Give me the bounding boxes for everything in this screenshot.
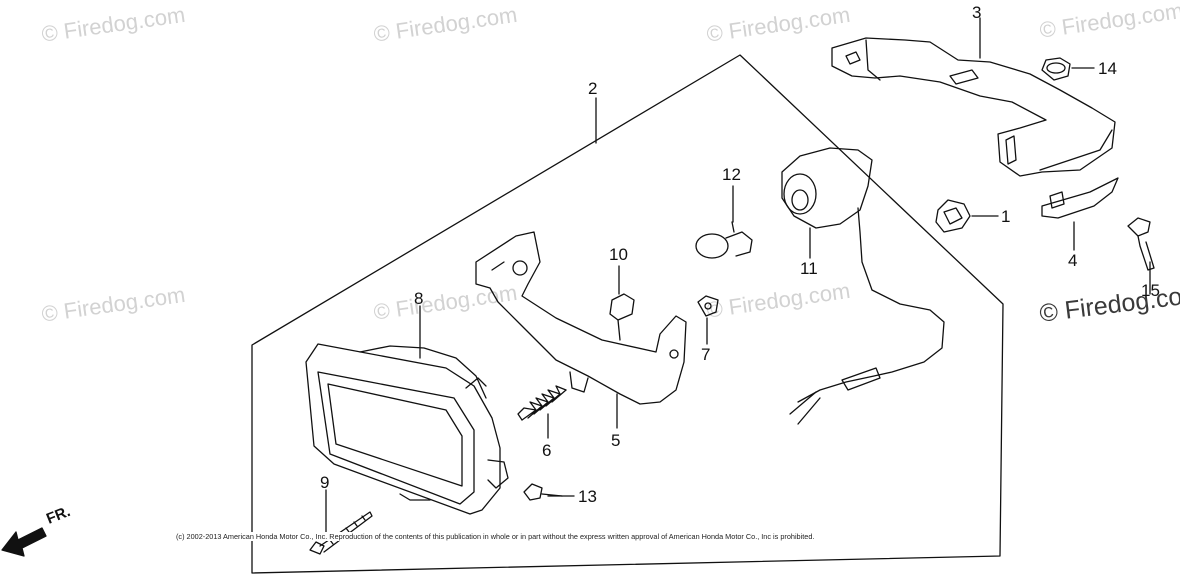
callout-11: 11 bbox=[800, 259, 818, 278]
cable-clip bbox=[935, 199, 971, 233]
callout-8: 8 bbox=[414, 289, 424, 308]
callout-10: 10 bbox=[609, 245, 628, 264]
bulb-socket bbox=[781, 147, 945, 425]
bulb bbox=[695, 221, 753, 259]
flange-nut bbox=[1041, 57, 1071, 81]
callout-2: 2 bbox=[588, 79, 598, 98]
callout-6: 6 bbox=[542, 441, 552, 460]
callout-9: 9 bbox=[320, 473, 330, 492]
callout-13: 13 bbox=[578, 487, 597, 506]
flange-bolt bbox=[1127, 217, 1155, 271]
wire-clamp bbox=[1041, 177, 1119, 219]
square-nut bbox=[697, 295, 719, 317]
callout-15: 15 bbox=[1141, 281, 1160, 300]
spring bbox=[517, 385, 567, 421]
headlight-unit bbox=[305, 343, 509, 515]
callout-4: 4 bbox=[1068, 251, 1078, 270]
front-direction-arrow bbox=[1, 527, 47, 557]
screw bbox=[523, 483, 563, 501]
callout-7: 7 bbox=[701, 345, 711, 364]
copyright-notice: (c) 2002-2013 American Honda Motor Co., … bbox=[176, 532, 815, 541]
headlight-bracket bbox=[475, 231, 687, 405]
callout-5: 5 bbox=[611, 431, 621, 450]
callout-3: 3 bbox=[972, 3, 982, 22]
callout-12: 12 bbox=[722, 165, 741, 184]
callout-14: 14 bbox=[1098, 59, 1117, 78]
assembly-boundary bbox=[251, 54, 1004, 574]
mounting-bracket bbox=[831, 37, 1116, 177]
callout-1: 1 bbox=[1001, 207, 1011, 226]
nut-clip bbox=[609, 293, 635, 341]
